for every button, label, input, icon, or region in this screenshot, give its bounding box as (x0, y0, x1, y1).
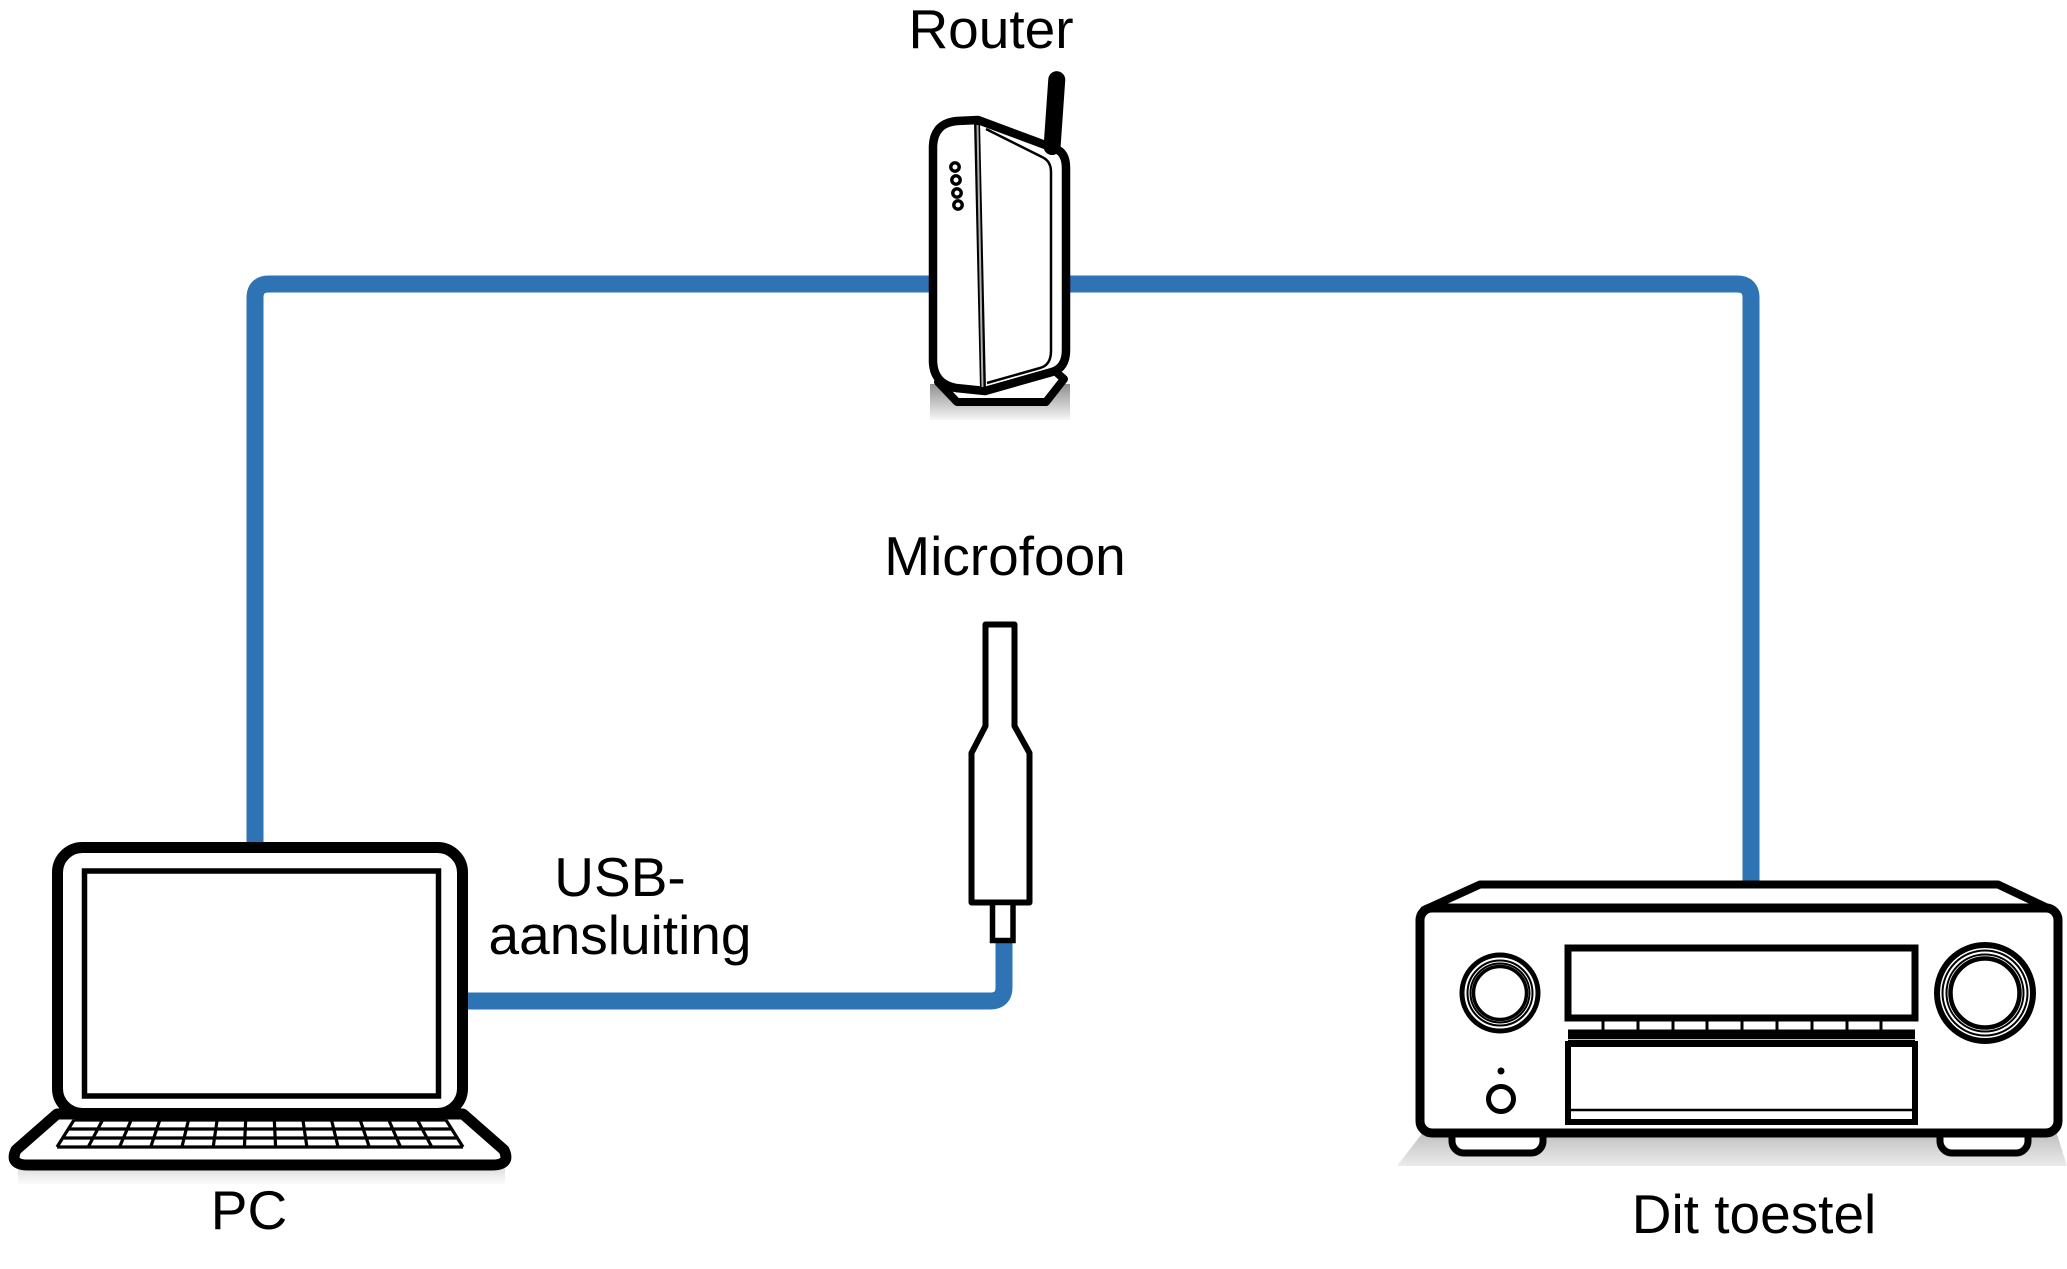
laptop-screen (81, 868, 442, 1099)
usb-cable (459, 932, 1013, 1010)
microphone-label: Microfoon (884, 525, 1126, 588)
router-antenna-icon (1043, 71, 1066, 156)
usb-connection-label: USB- aansluiting (489, 848, 752, 964)
microphone-connector (989, 899, 1016, 944)
laptop-shadow (18, 1168, 505, 1184)
av-receiver-icon (1397, 880, 2067, 1166)
receiver-knob-right (1934, 942, 2036, 1044)
receiver-display-window (1564, 944, 1919, 1022)
receiver-knob-left (1459, 952, 1541, 1034)
receiver-led-dot (1497, 1067, 1505, 1075)
receiver-power-button (1486, 1084, 1516, 1114)
receiver-button-row (1568, 1021, 1915, 1033)
receiver-shadow (1397, 1131, 2067, 1166)
microphone-icon (968, 621, 1033, 944)
router-led-lights (949, 161, 964, 211)
laptop-keyboard-grid (55, 1118, 465, 1149)
pc-label: PC (210, 1179, 288, 1242)
usb-connection-label-line2: aansluiting (488, 904, 752, 966)
router-front-inner-outline (985, 127, 1053, 385)
router-icon (928, 71, 1071, 420)
router-edge-divider-highlight (976, 124, 984, 388)
usb-connection-label-line1: USB- (554, 846, 686, 908)
receiver-label: Dit toestel (1631, 1183, 1877, 1246)
router-label: Router (908, 0, 1074, 61)
microphone-body (968, 621, 1033, 906)
router-body (928, 115, 1071, 396)
laptop-icon (8, 842, 512, 1184)
